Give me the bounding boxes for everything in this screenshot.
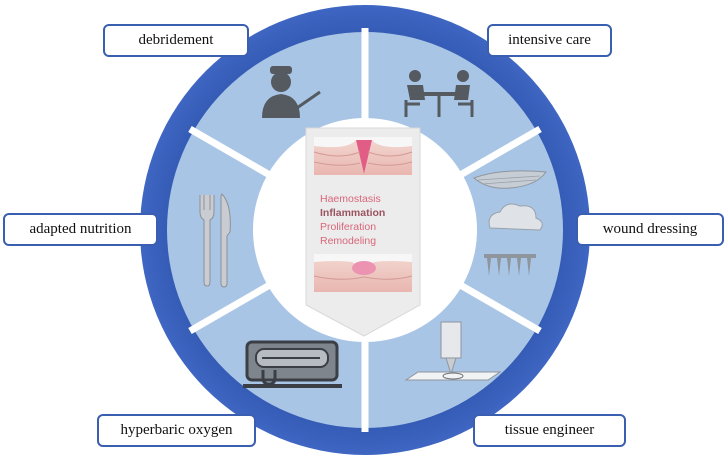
healing-stages-panel: Haemostasis Inflammation Proliferation R… [305,127,421,337]
open-wound-illustration [313,137,413,175]
doctor-icon [262,66,321,118]
cutlery-icon [199,193,231,288]
stage-inflammation: Inflammation [320,207,385,219]
label-hyperbaric-oxygen: hyperbaric oxygen [97,414,256,447]
dressing-icon [473,170,547,276]
stage-proliferation: Proliferation [320,221,376,233]
label-intensive-care: intensive care [487,24,612,57]
label-debridement: debridement [103,24,249,57]
label-adapted-nutrition: adapted nutrition [3,213,158,246]
stage-haemostasis: Haemostasis [320,193,381,205]
healed-skin-illustration [313,254,413,292]
consultation-icon [404,70,474,117]
hyperbaric-chamber-icon [243,340,342,388]
bioprinter-icon [404,321,502,381]
label-tissue-engineer: tissue engineer [473,414,626,447]
stage-remodeling: Remodeling [320,235,376,247]
label-wound-dressing: wound dressing [576,213,724,246]
